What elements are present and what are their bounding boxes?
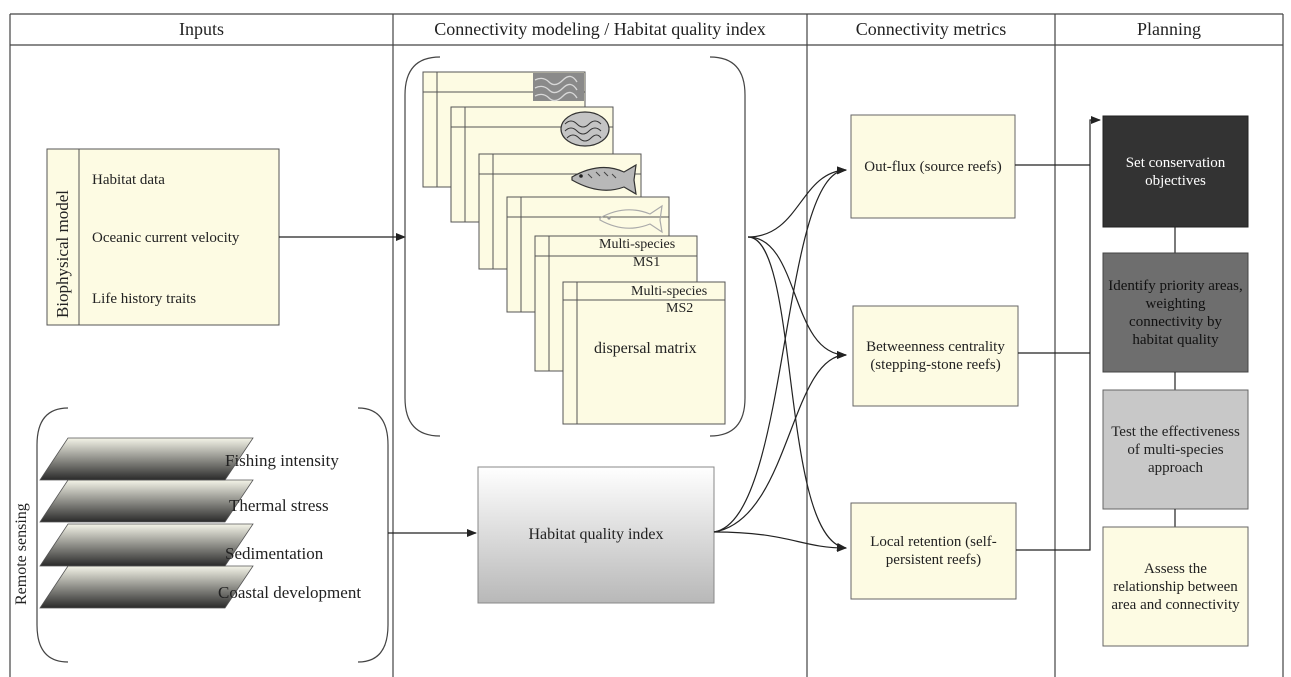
outflux-label: Out-flux (source reefs) xyxy=(864,158,1002,175)
coral-texture-icon xyxy=(533,73,584,102)
identify-areas-label: Identify priority areas, weighting conne… xyxy=(1108,277,1243,348)
biophysical-item-habitat: Habitat data xyxy=(92,172,165,188)
layer-sedimentation: Sedimentation xyxy=(225,544,324,563)
ms1-label-line1: Multi-species xyxy=(599,237,676,252)
matrix-bracket xyxy=(404,56,746,437)
fish-outline-icon xyxy=(599,204,663,234)
dispersal-matrix-label: dispersal matrix xyxy=(594,340,697,357)
outflux-box xyxy=(850,114,1016,219)
header-inputs: Inputs xyxy=(179,19,224,39)
layer-coastal: Coastal development xyxy=(218,583,362,602)
set-objectives-label: Set conservation objectives xyxy=(1125,154,1226,189)
header-planning: Planning xyxy=(1136,19,1201,39)
betweenness-box xyxy=(852,305,1019,407)
ms2-label-line2: MS2 xyxy=(666,301,694,316)
biophysical-item-current: Oceanic current velocity xyxy=(92,230,240,246)
set-objectives-box xyxy=(1102,115,1249,228)
biophysical-model-title: Biophysical model xyxy=(53,190,72,318)
remote-sensing-title: Remote sensing xyxy=(13,503,30,605)
layer-thermal: Thermal stress xyxy=(229,496,329,515)
header-modeling: Connectivity modeling / Habitat quality … xyxy=(434,19,766,39)
matrix-card-6 xyxy=(562,281,726,425)
assess-relationship-box xyxy=(1102,526,1249,647)
biophysical-item-traits: Life history traits xyxy=(92,291,197,307)
biophysical-model-box xyxy=(46,148,280,326)
retention-label: Local retention (self-persistent reefs) xyxy=(870,534,997,568)
matrix-to-metric-curves xyxy=(713,166,847,552)
ms2-label-line1: Multi-species xyxy=(631,284,708,299)
layer-fishing: Fishing intensity xyxy=(225,451,339,470)
habitat-quality-box xyxy=(477,466,715,604)
header-metrics: Connectivity metrics xyxy=(855,19,1007,39)
retention-box xyxy=(850,502,1017,600)
grouper-fish-icon xyxy=(571,163,637,196)
remote-sensing-layers xyxy=(39,437,254,609)
betweenness-label: Betweenness centrality (stepping-stone r… xyxy=(866,339,1005,373)
assess-relationship-label: Assess the relationship between area and… xyxy=(1111,560,1240,613)
test-effectiveness-box xyxy=(1102,389,1249,510)
habitat-quality-label: Habitat quality index xyxy=(528,526,664,543)
test-effectiveness-label: Test the effectiveness of multi-species … xyxy=(1111,423,1240,476)
metric-to-planning-lines xyxy=(1015,116,1101,551)
remote-sensing-bracket xyxy=(36,407,389,663)
column-grid xyxy=(9,13,1284,677)
ms1-label-line2: MS1 xyxy=(633,255,661,270)
brain-coral-icon xyxy=(560,111,610,147)
